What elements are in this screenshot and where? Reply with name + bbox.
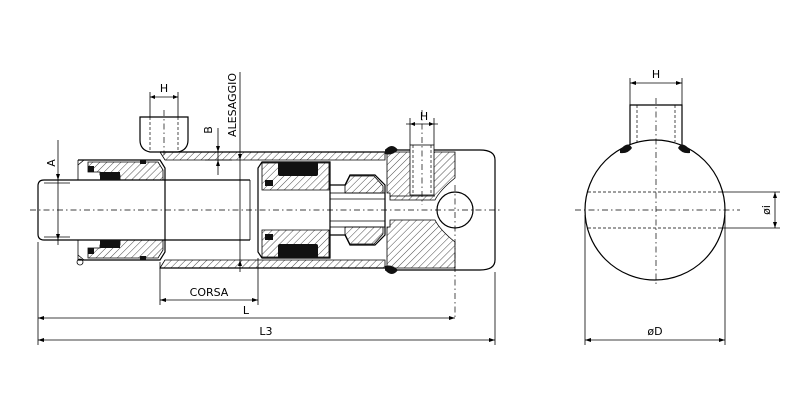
piston	[257, 161, 331, 259]
dim-corsa: CORSA	[190, 286, 229, 299]
rear-cap	[385, 149, 496, 271]
dim-a: A	[45, 159, 58, 167]
rod-seal-bottom	[100, 240, 120, 248]
dimensions-end: H øi øD	[584, 68, 780, 345]
dim-oi: øi	[760, 205, 773, 215]
barrel-top-wall	[159, 151, 386, 161]
side-section-view	[30, 110, 500, 320]
dim-h-rear: H	[420, 110, 428, 123]
end-view	[575, 98, 740, 285]
dim-h-front: H	[160, 82, 168, 95]
dim-alesaggio: ALESAGGIO	[226, 73, 239, 137]
rod-seal-top	[100, 172, 120, 180]
front-gland	[78, 159, 166, 261]
piston-seal-top	[278, 162, 318, 176]
dim-l: L	[243, 304, 250, 317]
dim-l3: L3	[259, 325, 272, 338]
dim-h-end: H	[652, 68, 660, 81]
front-port-boss	[139, 116, 189, 153]
dimensions-side: H B ALESAGGIO A CORSA L	[37, 72, 496, 345]
barrel-bottom-wall	[159, 259, 386, 269]
rod-end	[37, 179, 70, 241]
dim-b: B	[202, 126, 215, 134]
end-view-port	[629, 104, 683, 145]
piston-seal-bottom	[278, 244, 318, 258]
dim-od: øD	[647, 325, 662, 338]
